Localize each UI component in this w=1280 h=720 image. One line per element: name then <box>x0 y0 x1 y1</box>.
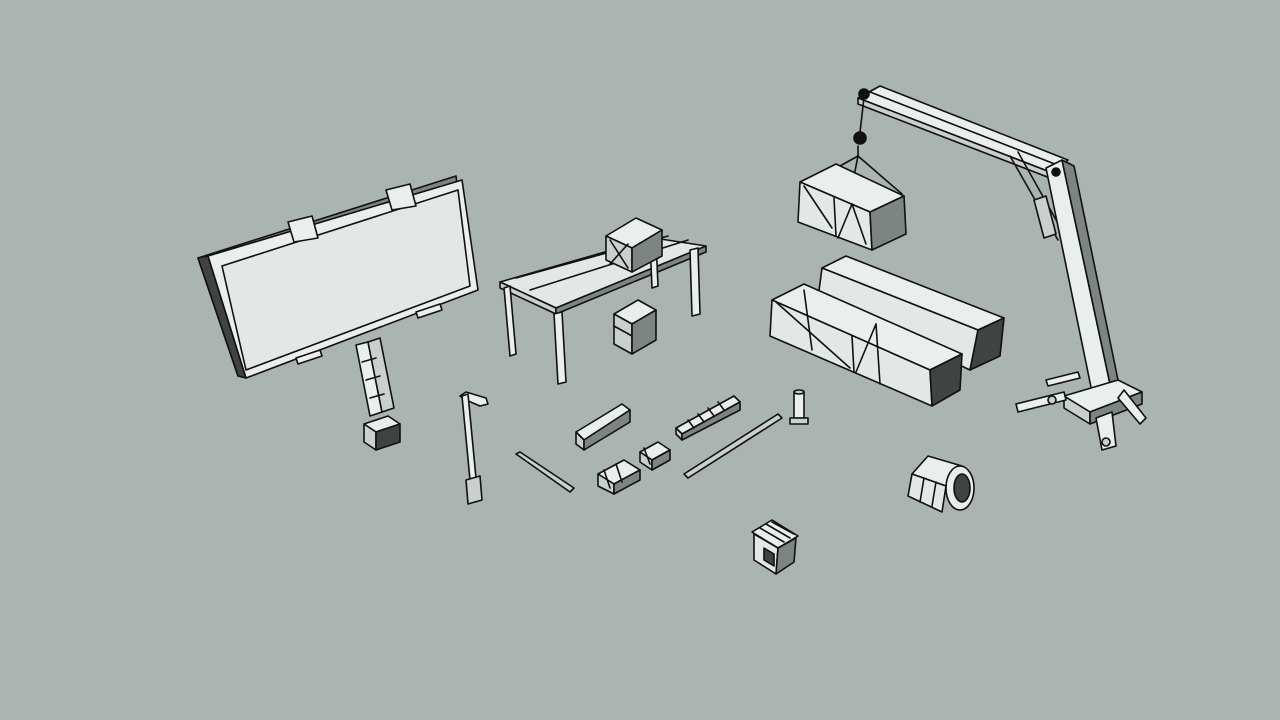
harbor-crane[interactable] <box>853 85 1147 451</box>
curb-block-row[interactable] <box>675 395 741 441</box>
market-stall-table[interactable] <box>499 217 707 385</box>
concrete-barrier[interactable] <box>575 403 631 451</box>
steel-rod-long[interactable] <box>683 413 783 479</box>
bollard[interactable] <box>789 389 809 425</box>
suspended-cargo-container[interactable] <box>797 155 907 251</box>
billboard[interactable] <box>197 175 479 451</box>
sewer-grate-box[interactable] <box>751 519 799 575</box>
pipe-segment[interactable] <box>907 455 975 513</box>
striped-road-barriers[interactable] <box>597 441 671 495</box>
shipping-container-front[interactable] <box>769 283 963 407</box>
steel-rod-short[interactable] <box>515 451 575 493</box>
street-lamp[interactable] <box>459 391 489 505</box>
